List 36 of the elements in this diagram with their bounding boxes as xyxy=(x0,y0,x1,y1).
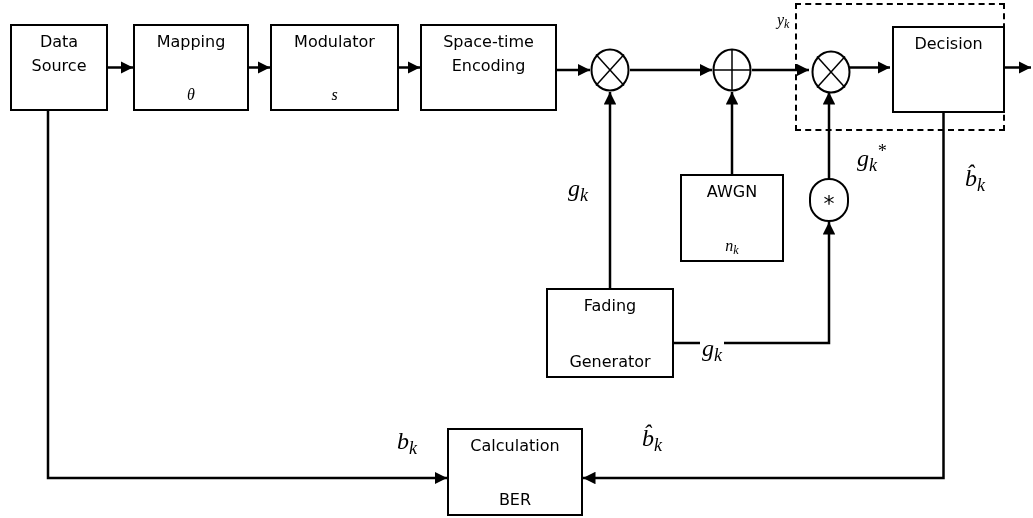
block-sublabel: n$_{k}$ xyxy=(725,236,739,258)
block-sublabel: Generator xyxy=(569,351,651,373)
arrow xyxy=(630,63,712,77)
block-box xyxy=(270,24,399,111)
block-box xyxy=(420,24,557,111)
block-label: Data Source xyxy=(30,31,88,77)
arrow xyxy=(583,111,945,485)
block-box xyxy=(680,174,784,262)
block-sublabel: θ xyxy=(187,85,195,105)
block-label: Space-time Encoding xyxy=(442,31,535,77)
arrow xyxy=(674,222,836,345)
arrow xyxy=(603,92,617,288)
block-box xyxy=(447,428,583,516)
block-box xyxy=(10,24,108,111)
arrow xyxy=(752,63,809,77)
block-box xyxy=(133,24,249,111)
dashed-group-box xyxy=(795,3,1005,131)
arrow xyxy=(725,92,739,174)
block-label: Modulator xyxy=(293,31,376,53)
block-sublabel: BER xyxy=(498,489,532,511)
block-box xyxy=(546,288,674,378)
block-box xyxy=(892,26,1005,113)
signal-label: b̂$_{k}$ xyxy=(965,163,985,196)
block-label: Decision xyxy=(913,33,984,55)
arrow xyxy=(399,61,420,74)
arrow xyxy=(822,92,836,178)
arrow xyxy=(849,61,890,74)
arrow xyxy=(557,63,590,77)
arrow xyxy=(249,61,270,74)
block-sublabel: s xyxy=(331,85,338,105)
arrow xyxy=(108,61,133,74)
block-label: Fading xyxy=(582,295,638,317)
block-label: AWGN xyxy=(705,181,759,203)
block-label: Mapping xyxy=(155,31,227,53)
arrow xyxy=(46,111,447,485)
block-label: Calculation xyxy=(469,435,561,457)
